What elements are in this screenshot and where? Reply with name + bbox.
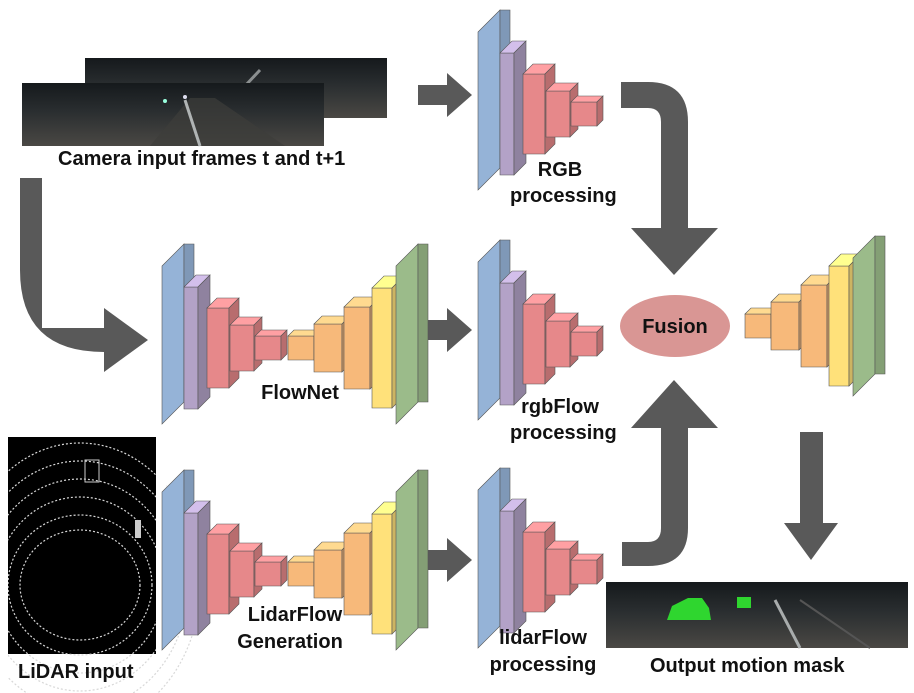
rgb-processing-input-plane — [477, 9, 501, 191]
lidarflow-generation-conv1 — [183, 512, 199, 636]
flownet-conv2 — [206, 307, 230, 389]
arrow-camera-to-rgb — [418, 73, 472, 117]
lidarflow-generation-conv3 — [229, 550, 255, 598]
decoder-deconv4 — [828, 265, 850, 387]
arrow-lidarflow-to-fusion — [622, 380, 718, 566]
lidarflow-generation-deconv1 — [287, 561, 315, 587]
lidarflow-processing-conv1 — [499, 510, 515, 634]
flownet-deconv1 — [287, 335, 315, 361]
lidarflow-processing-conv4 — [570, 559, 598, 585]
decoder-deconv2 — [770, 301, 800, 351]
decoder-deconv1 — [744, 313, 772, 339]
rgb-processing-conv2 — [522, 73, 546, 155]
lidarflow-processing-label-line2: processing — [489, 654, 597, 676]
flownet-conv4 — [254, 335, 282, 361]
lidar-input-label: LiDAR input — [18, 661, 134, 683]
camera-input-frames — [22, 58, 387, 147]
flownet-conv3 — [229, 324, 255, 372]
moving-car-mask — [667, 598, 711, 620]
moving-object-mask — [737, 597, 751, 608]
rgb-processing-conv4 — [570, 101, 598, 127]
fusion-node: Fusion — [620, 295, 730, 357]
lidarflow-processing-label-line1: lidarFlow — [499, 627, 587, 649]
camera-input-label: Camera input frames t and t+1 — [58, 148, 346, 170]
network-blocks — [161, 9, 886, 651]
lidarflow-generation-output-plane — [395, 469, 419, 651]
decoder-output-plane — [852, 235, 876, 397]
flownet-conv1 — [183, 286, 199, 410]
arrow-decoder-to-output — [784, 432, 838, 560]
rgbflow-processing-label-line1: rgbFlow — [521, 396, 599, 418]
lidarflow-generation-conv4 — [254, 561, 282, 587]
arrow-flownet-to-rgbflow — [419, 308, 472, 352]
rgbflow-processing-conv2 — [522, 303, 546, 385]
flownet-deconv4 — [371, 287, 393, 409]
arrow-camera-to-flownet — [20, 178, 148, 372]
lidarflow-generation-deconv2 — [313, 549, 343, 599]
lidarflow-processing-conv2 — [522, 531, 546, 613]
rgb-processing-label-line2: processing — [510, 185, 617, 207]
lidarflow-generation-input-plane — [161, 469, 185, 651]
flownet-output-plane — [395, 243, 419, 425]
fusion-label: Fusion — [642, 316, 708, 338]
lidarflow-generation-conv2 — [206, 533, 230, 615]
rgbflow-processing-conv3 — [545, 320, 571, 368]
lidarflow-generation-label-line2: Generation — [237, 631, 343, 653]
flownet-label: FlowNet — [261, 382, 339, 404]
rgb-processing-label-line1: RGB — [537, 159, 583, 181]
lidarflow-processing-conv3 — [545, 548, 571, 596]
arrow-rgb-to-fusion — [621, 82, 718, 275]
flownet-deconv2 — [313, 323, 343, 373]
lidarflow-generation-deconv4 — [371, 513, 393, 635]
flownet-deconv3 — [343, 306, 371, 390]
arrow-lidargen-to-lidarproc — [418, 538, 472, 582]
rgbflow-processing-conv1 — [499, 282, 515, 406]
lidarflow-processing-input-plane — [477, 467, 501, 649]
output-motion-mask-label: Output motion mask — [650, 655, 845, 677]
rgbflow-processing-conv4 — [570, 331, 598, 357]
flownet-input-plane — [161, 243, 185, 425]
rgbflow-processing-input-plane — [477, 239, 501, 421]
flow-arrows — [20, 73, 838, 582]
output-mask-image — [606, 582, 908, 649]
rgb-processing-conv1 — [499, 52, 515, 176]
rgbflow-processing-label-line2: processing — [510, 422, 617, 444]
rgb-processing-conv3 — [545, 90, 571, 138]
decoder-deconv3 — [800, 284, 828, 368]
lidarflow-generation-label-line1: LidarFlow — [247, 604, 343, 626]
